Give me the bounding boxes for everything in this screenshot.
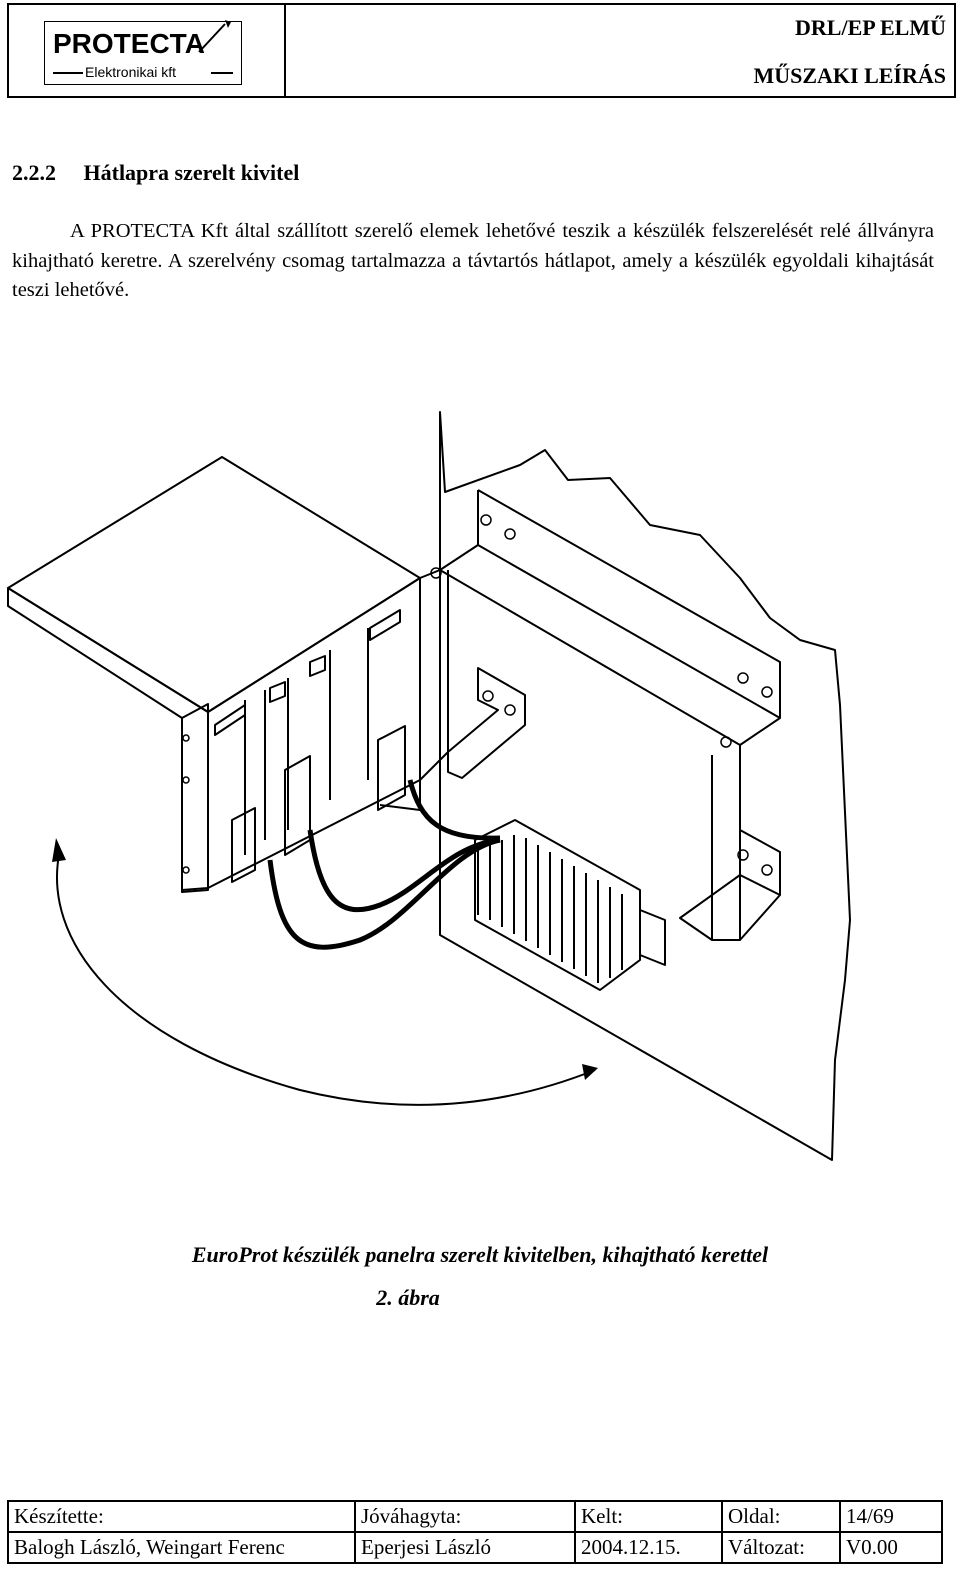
approved-value: Eperjesi László [354,1531,576,1564]
relay-housing-top [7,456,421,713]
version-value: V0.00 [839,1531,943,1564]
footer-value-row: Balogh László, Weingart Ferenc Eperjesi … [7,1531,943,1564]
page-value: 14/69 [839,1500,943,1533]
approved-label: Jóváhagyta: [354,1500,576,1533]
logo-cell: PROTECTA Elektronikai kft [9,5,286,96]
company-logo: PROTECTA Elektronikai kft [44,20,242,85]
relay-housing-front [7,587,209,891]
page-label: Oldal: [721,1500,841,1533]
figure-caption: EuroProt készülék panelra szerelt kivite… [191,1242,769,1267]
section-heading: 2.2.2 Hátlapra szerelt kivitel [12,160,299,186]
rotation-arrow [56,849,596,1106]
cable-bundle [267,837,501,950]
date-label: Kelt: [574,1500,723,1533]
page-header: PROTECTA Elektronikai kft DRL/EP ELMŰ MŰ… [7,3,956,98]
mounting-flange [181,703,209,893]
date-value: 2004.12.15. [574,1531,723,1564]
document-footer: Készítette: Jóváhagyta: Kelt: Oldal: 14/… [7,1500,943,1564]
version-label: Változat: [721,1531,841,1564]
document-type: MŰSZAKI LEÍRÁS [753,63,946,88]
prepared-label: Készítette: [7,1500,356,1533]
body-paragraph: A PROTECTA Kft által szállított szerelő … [12,220,934,301]
header-title-cell: DRL/EP ELMŰ MŰSZAKI LEÍRÁS [286,5,954,96]
logo-rule-left [53,72,83,74]
section-number: 2.2.2 [12,160,56,185]
logo-subtitle: Elektronikai kft [85,64,177,80]
logo-wordmark: PROTECTA [53,28,205,59]
footer-label-row: Készítette: Jóváhagyta: Kelt: Oldal: 14/… [7,1500,943,1533]
section-title: Hátlapra szerelt kivitel [83,160,300,185]
bracket-post [711,745,741,941]
logo-arrow-icon [198,20,231,53]
wall-panel [439,411,851,1161]
terminal-block [474,819,641,991]
figure-number: 2. ábra [376,1285,440,1310]
document-code: DRL/EP ELMŰ [795,15,946,40]
rear-plate [207,577,421,889]
logo-rule-right [211,72,233,74]
bracket-foot [447,667,526,779]
mounting-illustration [7,411,851,1161]
prepared-value: Balogh László, Weingart Ferenc [7,1531,356,1564]
